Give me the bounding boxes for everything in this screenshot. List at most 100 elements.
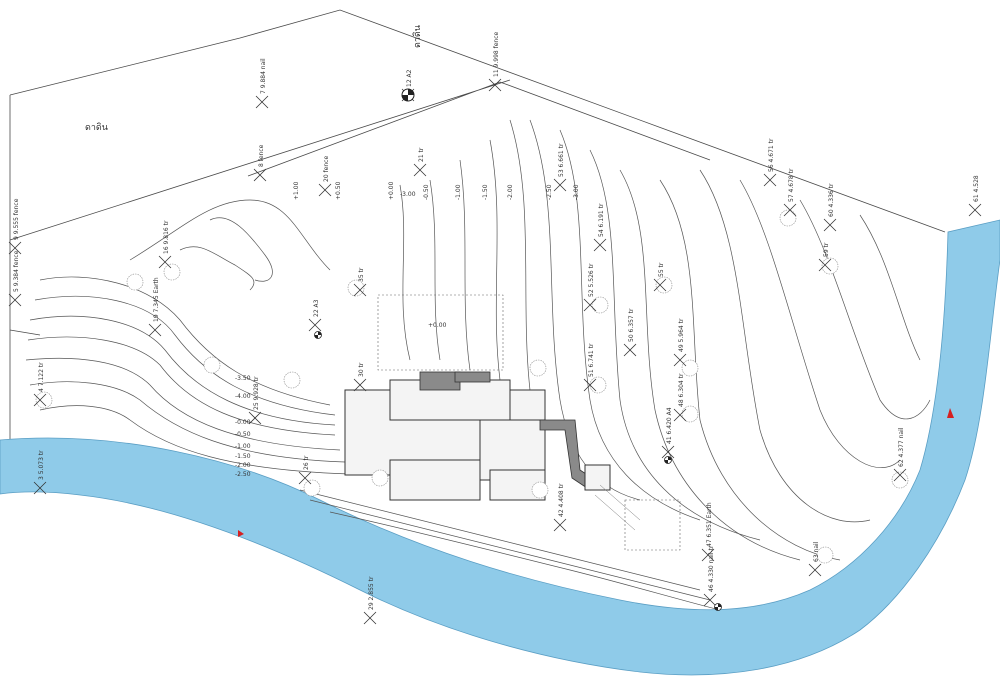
benchmark-a3-icon — [314, 331, 322, 339]
survey-point-label: 11 9.998 fence — [493, 31, 500, 77]
tree-icon — [529, 359, 547, 377]
neighbor-label: ดาดิน — [412, 25, 423, 48]
contour-label: -2.00 — [507, 184, 514, 200]
contour-labels: +1.00+0.50+0.00-0.50-1.00-1.50-2.00-2.50… — [235, 181, 580, 478]
contour-label: -2.50 — [546, 184, 553, 200]
tree-icon — [283, 371, 301, 389]
tree-icon — [303, 479, 321, 497]
survey-point: 63 nail — [808, 541, 822, 577]
survey-point-label: 30 tr — [358, 362, 365, 377]
survey-point-label: 42 4.408 tr — [558, 483, 565, 517]
survey-point: 3 5.073 tr — [33, 450, 47, 495]
benchmark-a4-icon — [664, 456, 672, 464]
contour-label: -2.00 — [235, 462, 251, 469]
tree-icon — [891, 471, 909, 489]
survey-point-label: 22 A3 — [313, 299, 320, 317]
survey-point-label: 41 6.420 A4 — [666, 407, 673, 444]
survey-point: 52 5.526 tr — [583, 263, 597, 312]
survey-point: 59 tr — [818, 242, 832, 272]
survey-point-label: 4 7.122 tr — [38, 362, 45, 392]
tree-icon — [203, 356, 221, 374]
contour-label: -2.50 — [235, 471, 251, 478]
survey-point: 35 tr — [353, 267, 367, 297]
survey-point: 4 7.122 tr — [33, 362, 47, 407]
neighbor-label: ดาดิน — [85, 122, 108, 133]
survey-point: 54 6.191 tr — [593, 203, 607, 252]
survey-point-label: 49 5.964 tr — [678, 318, 685, 352]
contour-label: -3.00 — [400, 191, 416, 198]
survey-point: 46 4.330 nail-tr — [703, 545, 717, 607]
survey-point: 11 9.998 fence — [488, 31, 502, 92]
survey-point: 16 9.816 tr — [158, 220, 172, 269]
survey-point: 56 4.671 tr — [763, 138, 777, 187]
survey-point: 48 6.304 tr — [673, 373, 687, 422]
tree-icon — [347, 279, 365, 297]
contour-label: -4.00 — [235, 393, 251, 400]
contour-label: -1.00 — [455, 184, 462, 200]
survey-point: 9 9.555 fence — [8, 198, 22, 255]
survey-point-label: 20 fence — [323, 156, 330, 182]
survey-point: 49 5.964 tr — [673, 318, 687, 367]
survey-point-label: 52 5.526 tr — [588, 263, 595, 297]
contour-lines-east — [399, 119, 931, 561]
tree-icon — [779, 209, 797, 227]
contour-label: -3.50 — [235, 375, 251, 382]
survey-point-label: 56 4.671 tr — [768, 138, 775, 172]
survey-point-label: 29 2.855 tr — [368, 576, 375, 610]
survey-point-label: 26 tr — [303, 455, 310, 470]
survey-point: 41 6.420 A4 — [661, 407, 675, 459]
contour-label: -0.50 — [235, 431, 251, 438]
survey-point-label: 59 tr — [823, 242, 830, 257]
tree-icon — [681, 359, 699, 377]
survey-point-label: 5 9.384 fence — [13, 250, 20, 292]
survey-point: 51 6.741 tr — [583, 343, 597, 392]
survey-point: 61 4.528 — [968, 175, 982, 217]
survey-point: 20 fence — [318, 156, 332, 197]
survey-point-label: 8 fence — [258, 144, 265, 167]
survey-point-label: 16 9.816 tr — [163, 220, 170, 254]
contour-label: -1.50 — [482, 184, 489, 200]
house-building — [344, 371, 681, 551]
tree-icon — [591, 296, 609, 314]
survey-point: 62 4.377 nail — [893, 427, 907, 482]
river — [0, 219, 1000, 676]
contour-label: +0.50 — [335, 181, 342, 200]
survey-point-label: 50 6.357 tr — [628, 308, 635, 342]
tree-markers — [35, 209, 909, 564]
survey-point-label: 7 9.884 nail — [260, 58, 267, 94]
survey-point-label: 55 tr — [658, 262, 665, 277]
tree-icon — [126, 273, 144, 291]
survey-point-label: 48 6.304 tr — [678, 373, 685, 407]
survey-point: 26 tr — [298, 455, 312, 485]
survey-point-label: 47 6.351 Earth — [706, 502, 713, 547]
contour-label: -0.50 — [423, 184, 430, 200]
survey-point: 21 tr — [413, 147, 427, 177]
contour-label: -0.00 — [235, 419, 251, 426]
centre-spot-height: +0.00 — [428, 322, 447, 329]
tree-icon — [589, 376, 607, 394]
survey-point-label: 57 4.678 tr — [788, 168, 795, 202]
tree-icon — [531, 481, 549, 499]
tree-icon — [371, 469, 389, 487]
survey-point-label: 62 4.377 nail — [898, 427, 905, 467]
survey-point-label: 19 7.345 Earth — [153, 277, 160, 322]
survey-point: 7 9.884 nail — [255, 58, 269, 109]
river-flow-arrow-icon — [947, 408, 954, 418]
survey-point-label: 53 6.661 tr — [558, 143, 565, 177]
contour-label: -3.00 — [573, 184, 580, 200]
survey-point: 22 A3 — [308, 299, 322, 332]
survey-point-label: 63 nail — [813, 541, 820, 562]
survey-point-label: 9 9.555 fence — [13, 198, 20, 240]
building-pad — [377, 294, 504, 371]
survey-point: 42 4.408 tr — [553, 483, 567, 532]
contour-lines-south — [299, 489, 721, 611]
contour-label: +0.00 — [388, 181, 395, 200]
benchmark-icon — [714, 603, 722, 611]
contour-label: -1.50 — [235, 453, 251, 460]
survey-point: 19 7.345 Earth — [148, 277, 162, 337]
tree-icon — [35, 391, 53, 409]
survey-point: 5 9.384 fence — [8, 250, 22, 307]
